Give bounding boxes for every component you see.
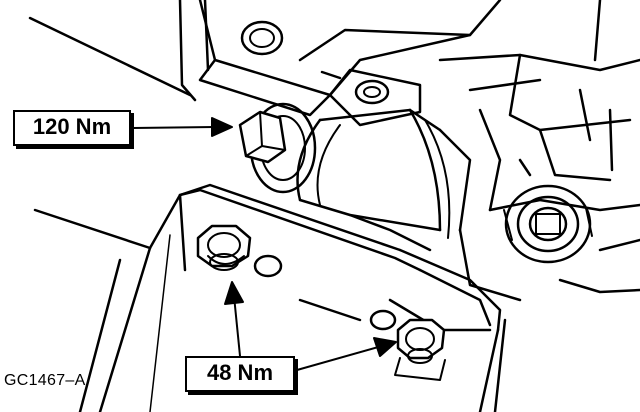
lower-bolt-left <box>196 224 252 271</box>
upper-bolt <box>238 102 317 194</box>
mount-insulator <box>296 108 472 252</box>
leader-arrow-icon <box>224 281 244 357</box>
frame-rail <box>28 0 210 102</box>
torque-callout-120: 120 Nm <box>13 110 131 146</box>
leader-arrow-icon <box>132 117 233 137</box>
figure-id-label: GC1467–A <box>4 372 86 389</box>
lower-mount-plate <box>33 183 507 412</box>
leader-arrows <box>132 117 397 371</box>
leader-arrow-icon <box>296 337 397 371</box>
lower-bolt-right <box>394 318 446 381</box>
torque-callout-48: 48 Nm <box>185 356 295 392</box>
upper-mount-bracket <box>198 0 502 127</box>
engine-block <box>438 0 640 302</box>
